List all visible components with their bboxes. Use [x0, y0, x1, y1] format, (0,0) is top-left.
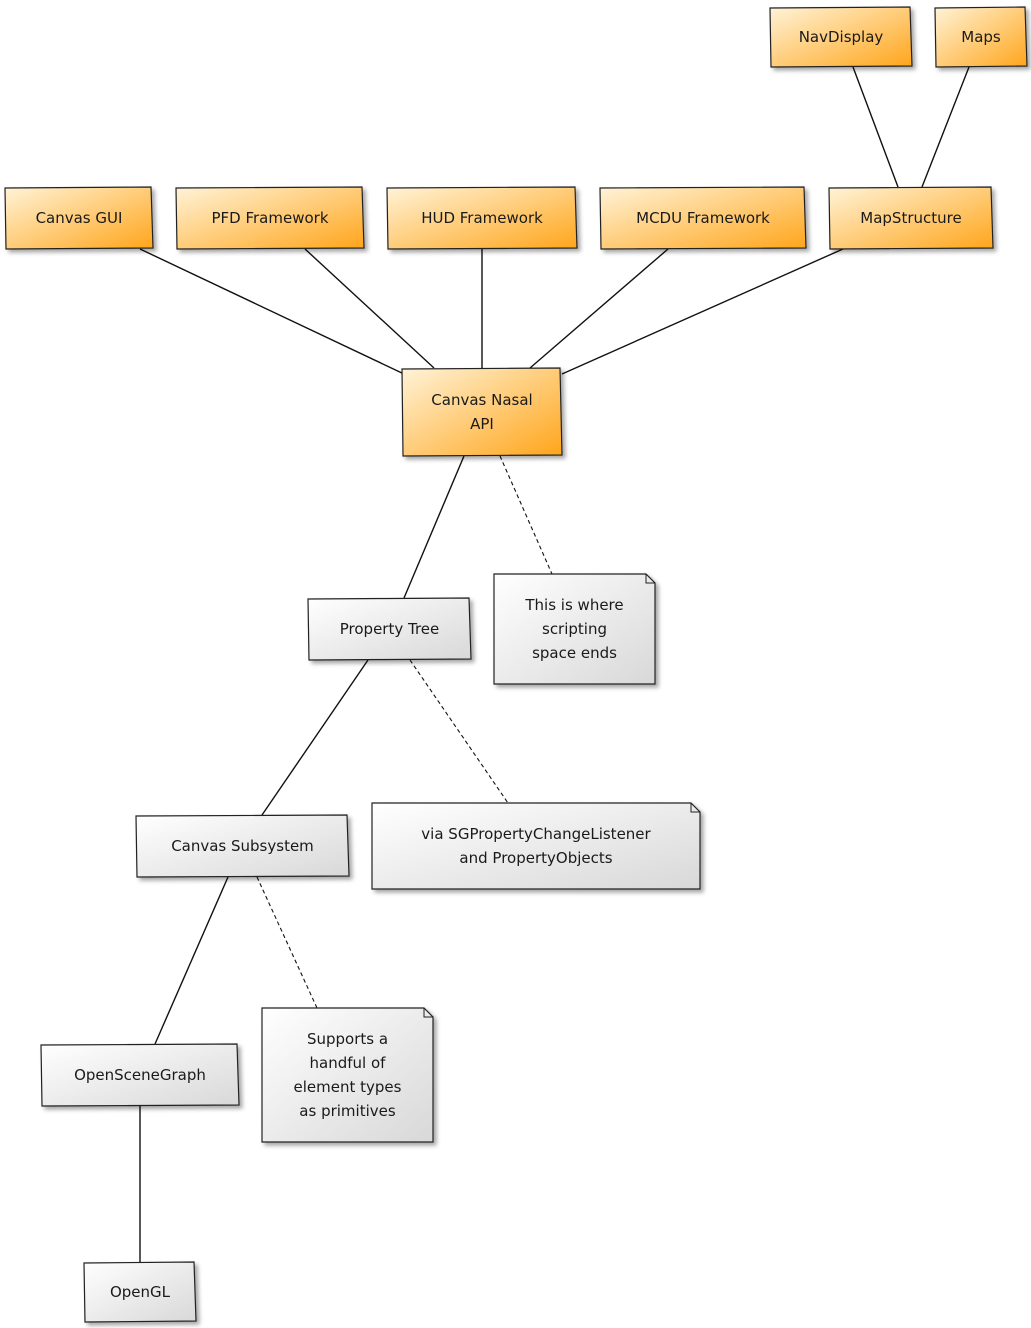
node-opengl[interactable]: OpenGL	[83, 1261, 197, 1323]
hud-label-line-1: HUD Framework	[421, 209, 543, 227]
primitives-note-label-line-3: element types	[294, 1078, 402, 1096]
edge-mcdu-to-nasal_api	[529, 248, 669, 369]
node-property-tree[interactable]: Property Tree	[307, 597, 472, 661]
nasal-api-label-line-2: API	[470, 415, 494, 433]
primitives-note-label-line-4: as primitives	[299, 1102, 396, 1120]
edge-nasal_api-to-scripting_note	[499, 455, 553, 575]
edge-property_tree-to-listener_note	[409, 659, 509, 804]
note-box	[371, 802, 701, 890]
edge-property_tree-to-canvas_subsystem	[261, 659, 369, 816]
node-box	[386, 186, 578, 250]
maps-label-line-1: Maps	[961, 28, 1001, 46]
pfd-label-line-1: PFD Framework	[211, 209, 328, 227]
edge-canvas_subsystem-to-primitives_note	[256, 876, 318, 1009]
property-tree-label-line-1: Property Tree	[340, 620, 440, 638]
note-listener-note: via SGPropertyChangeListener and Property…	[371, 802, 701, 890]
openscenegraph-label-line-1: OpenSceneGraph	[74, 1066, 206, 1084]
node-box	[4, 186, 154, 250]
node-hud[interactable]: HUD Framework	[386, 186, 578, 250]
node-box	[40, 1043, 240, 1107]
node-canvas-gui[interactable]: Canvas GUI	[4, 186, 154, 250]
note-box	[493, 573, 656, 685]
primitives-note-label-line-1: Supports a	[307, 1030, 388, 1048]
node-canvas-subsystem[interactable]: Canvas Subsystem	[135, 814, 350, 878]
node-mapstructure[interactable]: MapStructure	[828, 186, 994, 250]
edge-maps-to-mapstructure	[921, 66, 970, 188]
edge-canvas_gui-to-nasal_api	[139, 248, 405, 375]
mcdu-label-line-1: MCDU Framework	[636, 209, 770, 227]
node-navdisplay[interactable]: NavDisplay	[769, 6, 913, 68]
note-primitives-note: Supports a handful of element types as prim…	[261, 1007, 434, 1143]
node-box	[135, 814, 350, 878]
edges-layer	[139, 66, 970, 1262]
listener-note-label-line-2: and PropertyObjects	[459, 849, 612, 867]
edge-canvas_subsystem-to-openscenegraph	[154, 876, 229, 1045]
note-scripting-note: This is where scripting space ends	[493, 573, 656, 685]
node-box	[828, 186, 994, 250]
canvas-gui-label-line-1: Canvas GUI	[36, 209, 123, 227]
mapstructure-label-line-1: MapStructure	[860, 209, 961, 227]
primitives-note-label-line-2: handful of	[310, 1054, 387, 1072]
opengl-label-line-1: OpenGL	[110, 1283, 171, 1301]
edge-nasal_api-to-property_tree	[403, 455, 465, 599]
node-box	[175, 186, 365, 250]
nasal-api-label-line-1: Canvas Nasal	[431, 391, 532, 409]
node-pfd[interactable]: PFD Framework	[175, 186, 365, 250]
edge-navdisplay-to-mapstructure	[852, 66, 899, 188]
node-box	[599, 186, 807, 250]
scripting-note-label-line-3: space ends	[532, 644, 617, 662]
note-fold	[645, 574, 655, 584]
scripting-note-label-line-1: This is where	[524, 596, 623, 614]
note-fold	[690, 803, 700, 813]
node-box	[401, 367, 563, 457]
node-box	[934, 6, 1028, 68]
note-box	[261, 1007, 434, 1143]
edge-mapstructure-to-nasal_api	[561, 248, 844, 375]
node-mcdu[interactable]: MCDU Framework	[599, 186, 807, 250]
edge-pfd-to-nasal_api	[304, 248, 435, 369]
node-maps[interactable]: Maps	[934, 6, 1028, 68]
node-box	[307, 597, 472, 661]
scripting-note-label-line-2: scripting	[542, 620, 607, 638]
navdisplay-label-line-1: NavDisplay	[799, 28, 884, 46]
node-openscenegraph[interactable]: OpenSceneGraph	[40, 1043, 240, 1107]
listener-note-label-line-1: via SGPropertyChangeListener	[421, 825, 651, 843]
note-fold	[423, 1008, 433, 1018]
canvas-subsystem-label-line-1: Canvas Subsystem	[171, 837, 314, 855]
node-box	[769, 6, 913, 68]
node-box	[83, 1261, 197, 1323]
